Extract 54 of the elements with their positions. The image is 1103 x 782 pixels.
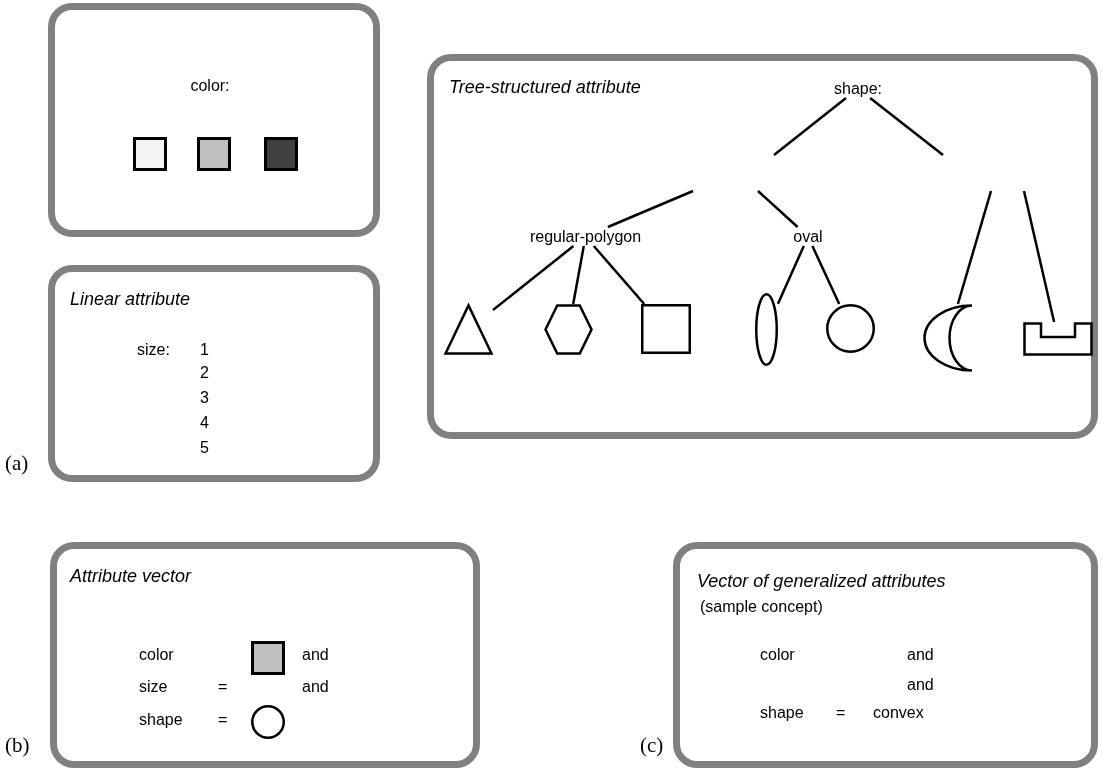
attribute-text: size: — [137, 342, 170, 358]
panel-subheading: (sample concept) — [700, 599, 823, 615]
square-icon — [641, 304, 691, 354]
attribute-text: color — [139, 647, 174, 663]
attribute-text: 5 — [200, 440, 209, 456]
tree-branch-line — [492, 245, 575, 311]
circle-icon — [826, 304, 875, 353]
rounded-panel — [48, 265, 380, 482]
ellipse-icon — [755, 293, 778, 366]
attribute-text: and — [302, 647, 329, 663]
tree-node-label: regular-polygon — [527, 227, 644, 246]
attribute-text: 4 — [200, 415, 209, 431]
panel-letter: (b) — [5, 734, 30, 756]
panel-letter: (c) — [640, 734, 664, 756]
tree-branch-line — [811, 245, 841, 305]
tree-node-label: shape: — [834, 79, 882, 98]
tree-node-label: oval — [792, 227, 824, 246]
attribute-text: color — [760, 647, 795, 663]
attribute-text: = — [218, 679, 228, 695]
attribute-text: 3 — [200, 390, 209, 406]
rounded-panel — [50, 542, 480, 768]
tree-branch-line — [776, 245, 805, 305]
crescent-icon — [923, 304, 973, 372]
tree-branch-line — [773, 97, 847, 156]
attribute-text: shape — [139, 712, 183, 728]
tree-branch-line — [592, 245, 646, 305]
attribute-text: = — [836, 705, 846, 721]
tree-branch-line — [869, 97, 944, 156]
tree-branch-line — [956, 190, 993, 305]
attribute-text: shape — [760, 705, 804, 721]
attribute-text: and — [907, 677, 934, 693]
attribute-text: 1 — [200, 342, 209, 358]
attribute-text: and — [907, 647, 934, 663]
hexagon-icon — [544, 304, 593, 355]
notched-box-icon — [1023, 322, 1093, 356]
rounded-panel — [48, 3, 380, 237]
tree-branch-line — [757, 190, 799, 228]
attribute-name: color: — [190, 78, 230, 94]
attribute-text: = — [218, 712, 228, 728]
attribute-text: convex — [873, 705, 924, 721]
tree-branch-line — [571, 245, 586, 305]
rounded-panel — [673, 542, 1098, 768]
panel-letter: (a) — [5, 452, 29, 474]
triangle-icon — [444, 304, 493, 355]
panel-heading: Attribute vector — [70, 567, 192, 585]
panel-heading: Linear attribute — [70, 290, 191, 308]
panel-heading: Tree-structured attribute — [449, 78, 641, 96]
rounded-panel — [427, 54, 1098, 439]
attribute-text: 2 — [200, 365, 209, 381]
panel-heading: Vector of generalized attributes — [697, 572, 946, 590]
attribute-text: and — [302, 679, 329, 695]
tree-branch-line — [607, 189, 694, 229]
attribute-text: size — [139, 679, 168, 695]
tree-branch-line — [1022, 190, 1056, 323]
